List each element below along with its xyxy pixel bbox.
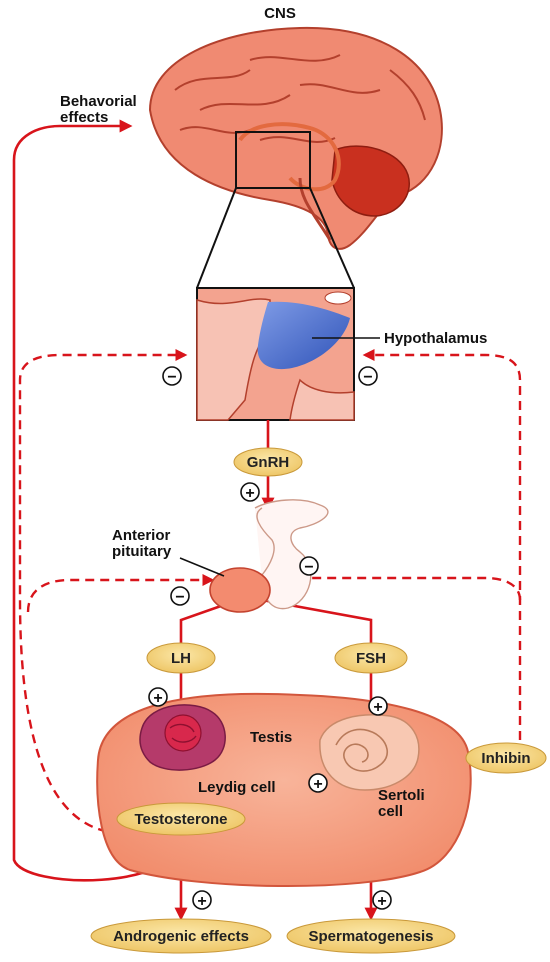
svg-text:+: + xyxy=(373,699,382,716)
inhibin-pill: Inhibin xyxy=(466,743,546,773)
svg-text:+: + xyxy=(313,776,322,793)
plus-sign-fsh: + xyxy=(369,697,387,716)
inhibin-label: Inhibin xyxy=(481,750,530,767)
anterior-pituitary-pointer xyxy=(180,558,224,576)
spermatogenesis-label: Spermatogenesis xyxy=(308,928,433,945)
sertoli-cell-label-line2: cell xyxy=(378,803,403,820)
minus-sign-hypothalamus-left: − xyxy=(163,367,181,386)
fsh-label: FSH xyxy=(356,650,386,667)
plus-sign-gnrh: + xyxy=(241,483,259,502)
sertoli-cell xyxy=(320,715,419,790)
pituitary-illustration xyxy=(210,500,328,612)
svg-text:−: − xyxy=(167,369,176,386)
plus-sign-lh: + xyxy=(149,688,167,707)
lh-pill: LH xyxy=(147,643,215,673)
plus-sign-spermatogenesis: + xyxy=(373,891,391,910)
hypothalamus-label: Hypothalamus xyxy=(384,330,487,347)
testosterone-label: Testosterone xyxy=(134,811,227,828)
minus-sign-hypothalamus-right: − xyxy=(359,367,377,386)
brain-illustration xyxy=(150,28,442,249)
fsh-pill: FSH xyxy=(335,643,407,673)
svg-text:+: + xyxy=(197,893,206,910)
androgenic-effects-label: Androgenic effects xyxy=(113,928,249,945)
spermatogenesis-pill: Spermatogenesis xyxy=(287,919,455,953)
svg-text:−: − xyxy=(363,369,372,386)
hypothalamus-inset xyxy=(197,288,354,420)
svg-text:+: + xyxy=(245,485,254,502)
behavioral-effects-label-line1: Behavorial xyxy=(60,93,137,110)
svg-text:−: − xyxy=(304,559,313,576)
lh-label: LH xyxy=(171,650,191,667)
behavioral-effects-label-line2: effects xyxy=(60,109,108,126)
inhibin-feedback-to-hypothalamus xyxy=(365,355,520,740)
zoom-line-left xyxy=(197,188,236,288)
testosterone-pill: Testosterone xyxy=(117,803,245,835)
gnrh-pill: GnRH xyxy=(234,448,302,476)
plus-sign-testosterone-sertoli: + xyxy=(309,774,327,793)
anterior-pituitary-label-line2: pituitary xyxy=(112,543,172,560)
plus-sign-androgenic: + xyxy=(193,891,211,910)
svg-text:+: + xyxy=(377,893,386,910)
minus-sign-pituitary-right: − xyxy=(300,557,318,576)
anterior-pituitary-label-line1: Anterior xyxy=(112,527,171,544)
svg-text:+: + xyxy=(153,690,162,707)
gnrh-label: GnRH xyxy=(247,454,290,471)
sertoli-cell-label-line1: Sertoli xyxy=(378,787,425,804)
testis-label: Testis xyxy=(250,729,292,746)
leydig-cell-label: Leydig cell xyxy=(198,779,276,796)
minus-sign-pituitary-left: − xyxy=(171,587,189,606)
androgenic-effects-pill: Androgenic effects xyxy=(91,919,271,953)
cns-label: CNS xyxy=(264,5,296,22)
svg-text:−: − xyxy=(175,589,184,606)
inhibin-feedback-to-pituitary xyxy=(286,578,520,600)
